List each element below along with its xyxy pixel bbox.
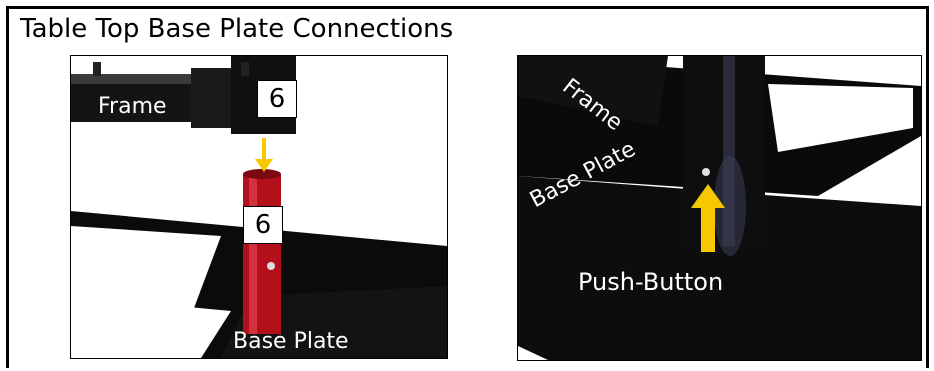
- base-plate-label-left: Base Plate: [233, 329, 349, 354]
- right-photo: Frame Base Plate Push-Button: [517, 55, 922, 361]
- push-button-label: Push-Button: [578, 268, 724, 296]
- outer-frame: [6, 6, 929, 368]
- page-title: Table Top Base Plate Connections: [20, 14, 454, 44]
- frame-label-left: Frame: [98, 94, 167, 119]
- number-label-top: 6: [257, 80, 297, 118]
- right-photo-illustration: [518, 56, 921, 360]
- left-photo: Frame Base Plate 6 6: [70, 55, 448, 359]
- number-label-bottom: 6: [243, 206, 283, 244]
